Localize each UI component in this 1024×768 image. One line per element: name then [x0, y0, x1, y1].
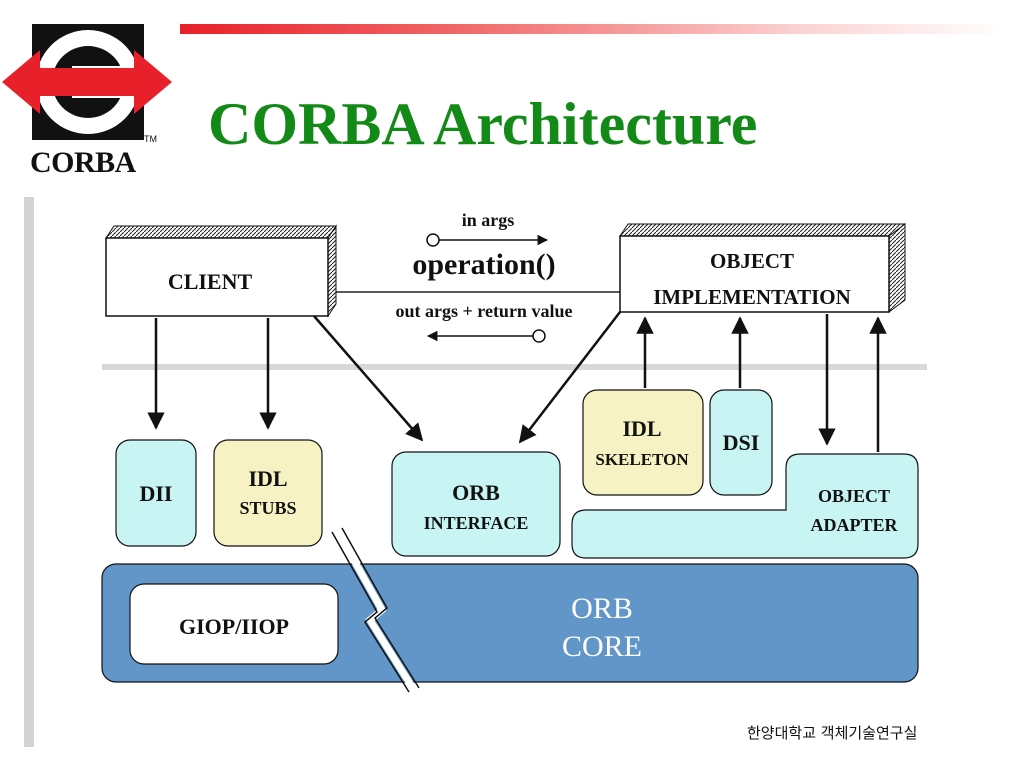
idl-skeleton-box	[582, 389, 704, 496]
dii-label: DII	[139, 481, 172, 506]
object-adapter-label-1: OBJECT	[818, 486, 890, 506]
logo-text: CORBA	[30, 146, 136, 179]
impl-to-orb-interface-arrow	[518, 311, 621, 444]
object-impl-label-1: OBJECT	[710, 249, 794, 273]
idl-skeleton-label-2: SKELETON	[595, 450, 689, 469]
corba-diagram: CLIENT OBJECT IMPLEMENTATION in args ope…	[92, 200, 932, 700]
giop-iiop-box	[129, 583, 339, 665]
idl-stubs-label-2: STUBS	[239, 498, 296, 518]
orb-interface-box	[391, 451, 561, 557]
orb-core-label-1: ORB	[571, 592, 633, 625]
object-adapter-box	[571, 453, 919, 559]
footer-text: 한양대학교 객체기술연구실	[747, 724, 918, 742]
left-rule	[24, 197, 34, 747]
in-args-label: in args	[462, 210, 515, 230]
object-impl-label-2: IMPLEMENTATION	[653, 285, 851, 309]
idl-skeleton-label-1: IDL	[622, 416, 661, 441]
orb-core-label-2: CORE	[562, 630, 642, 663]
out-args-origin	[532, 329, 546, 343]
object-adapter-label-2: ADAPTER	[810, 515, 898, 535]
in-args-origin	[426, 233, 440, 247]
separator-line	[102, 364, 927, 370]
dii-box	[115, 439, 197, 547]
client-box	[105, 224, 337, 318]
idl-stubs-label-1: IDL	[248, 466, 287, 491]
idl-stubs-box	[213, 439, 323, 547]
object-implementation-box	[619, 223, 906, 313]
operation-label: operation()	[412, 248, 555, 281]
dsi-box	[709, 389, 773, 496]
header-stripe	[180, 24, 1004, 34]
break-line-right	[341, 527, 420, 689]
slide-title: CORBA Architecture	[208, 91, 758, 157]
out-args-label: out args + return value	[396, 301, 573, 321]
break-line-gap	[333, 528, 417, 692]
dsi-label: DSI	[723, 430, 760, 455]
client-label: CLIENT	[168, 269, 253, 294]
corba-logo	[0, 22, 175, 182]
orb-interface-label-1: ORB	[452, 480, 500, 505]
logo-tm: TM	[144, 134, 157, 144]
client-to-orb-interface-arrow	[313, 315, 424, 442]
giop-iiop-label: GIOP/IIOP	[179, 614, 289, 639]
orb-interface-label-2: INTERFACE	[424, 513, 529, 533]
break-line-left	[331, 531, 410, 693]
